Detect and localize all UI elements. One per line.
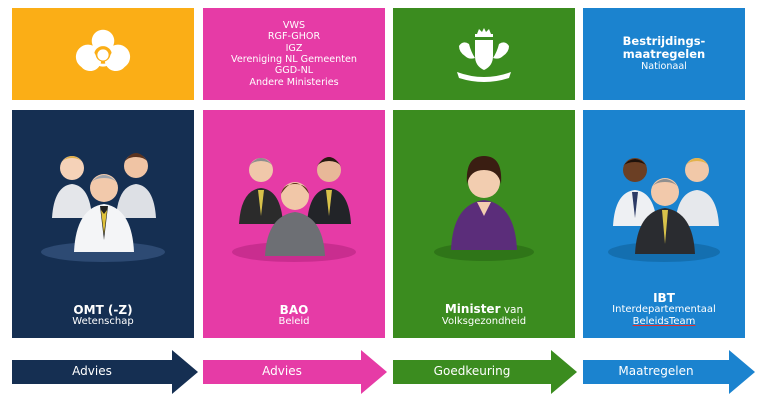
ibt-panel: IBT Interdepartementaal BeleidsTeam — [583, 110, 745, 338]
ibt-title: IBT — [653, 291, 675, 305]
experts-illustration — [12, 140, 194, 280]
arrow-maatregelen: Maatregelen — [583, 350, 755, 394]
biohazard-icon — [75, 29, 131, 72]
ibt-subtitle-2: BeleidsTeam — [632, 316, 696, 327]
bao-header-block: VWS RGF-GHOR IGZ Vereniging NL Gemeenten… — [203, 8, 385, 100]
arrow-label-4: Maatregelen — [618, 364, 694, 378]
bao-title: BAO — [279, 303, 309, 317]
ibt-header-title: Bestrijdings- maatregelen — [622, 34, 706, 61]
minister-title-rest: van — [500, 304, 524, 316]
bao-line-4: Vereniging NL Gemeenten — [231, 54, 357, 65]
bao-line-2: RGF-GHOR — [267, 31, 321, 43]
omt-header-block — [12, 8, 194, 100]
minister-header-block — [393, 8, 575, 100]
bao-line-3: IGZ — [285, 42, 303, 54]
arrow-label-2: Advies — [262, 364, 302, 378]
bao-line-5: GGD-NL — [274, 65, 314, 77]
bao-line-6: Andere Ministeries — [249, 76, 339, 88]
arrow-label-3: Goedkeuring — [433, 364, 511, 378]
bao-line-1: VWS — [282, 19, 306, 31]
minister-illustration — [393, 140, 575, 280]
officials-illustration — [203, 140, 385, 280]
minister-title-bold: Minister — [444, 302, 501, 316]
minister-panel: Minister van Volksgezondheid — [393, 110, 575, 338]
arrow-goedkeuring: Goedkeuring — [393, 350, 577, 394]
ibt-header-subtitle: Nationaal — [641, 61, 687, 72]
arrow-label-1: Advies — [72, 364, 112, 378]
omt-panel: OMT (-Z) Wetenschap — [12, 110, 194, 338]
arrow-advies-1: Advies — [12, 350, 198, 394]
ibt-subtitle-1: Interdepartementaal — [612, 304, 716, 315]
arrow-advies-2: Advies — [203, 350, 387, 394]
team-illustration — [583, 140, 745, 280]
omt-subtitle: Wetenschap — [72, 316, 134, 327]
bao-panel: BAO Beleid — [203, 110, 385, 338]
ibt-header-block: Bestrijdings- maatregelen Nationaal — [583, 8, 745, 100]
coat-of-arms-icon — [457, 28, 511, 82]
bao-subtitle: Beleid — [278, 316, 310, 327]
omt-title: OMT (-Z) — [73, 303, 133, 317]
minister-subtitle: Volksgezondheid — [441, 316, 527, 327]
